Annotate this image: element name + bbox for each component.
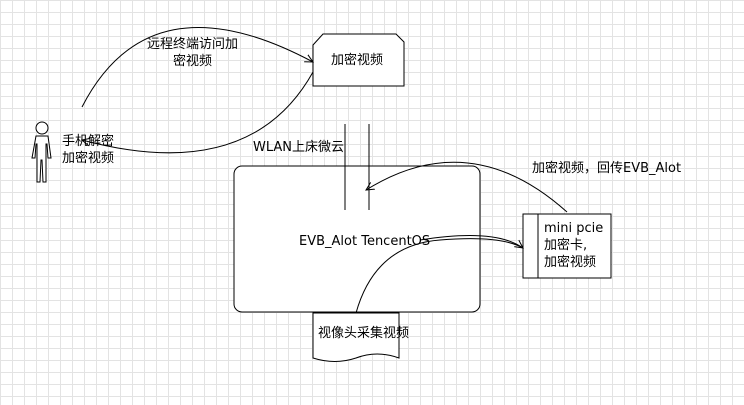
wlan-label: WLAN上床微云	[253, 140, 345, 155]
curve-camera-to-pcie	[355, 238, 524, 314]
cloud-video-box[interactable]	[312, 33, 405, 87]
arrow-to-user	[82, 71, 314, 154]
return-video-label: 加密视频，回传EVB_Alot	[532, 161, 682, 176]
arrow-evb-to-pcie	[419, 235, 523, 249]
mini-pcie-label: mini pcie 加密卡, 加密视频	[544, 221, 604, 270]
mini-pcie-card-box[interactable]	[522, 213, 612, 279]
user-decrypt-label: 手机解密 加密视频	[62, 134, 115, 166]
remote-access-label: 远程终端访问加 密视频	[147, 37, 239, 69]
arrow-remote-access	[81, 26, 313, 108]
evb-label: EVB_Alot TencentOS	[299, 234, 431, 249]
arrow-return-to-evb	[366, 161, 568, 213]
user-actor-icon	[31, 121, 52, 183]
camera-capture-box[interactable]	[312, 312, 400, 362]
camera-label: 视像头采集视频	[318, 326, 410, 341]
cloud-video-label: 加密视频	[331, 53, 384, 68]
